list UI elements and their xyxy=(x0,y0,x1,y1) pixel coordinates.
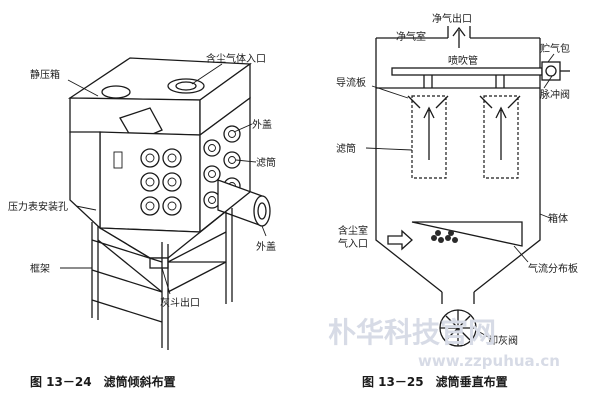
label-guide-plate: 导流板 xyxy=(336,76,366,89)
label-clean-chamber: 净气室 xyxy=(396,30,426,43)
label-airflow-plate: 气流分布板 xyxy=(528,262,578,275)
support-frame xyxy=(91,208,233,350)
label-outer-cover-bottom: 外盖 xyxy=(256,240,276,253)
nozzle-2 xyxy=(495,75,505,88)
flow-arrow-1 xyxy=(423,106,435,160)
airflow-distribution-plate xyxy=(411,221,523,247)
blow-pipe xyxy=(391,67,543,76)
body-left-panel xyxy=(69,131,101,230)
label-outer-cover-top: 外盖 xyxy=(252,118,272,131)
filter-cartridge-1 xyxy=(411,95,447,179)
caption-left: 图 13－24 滤筒倾斜布置 xyxy=(30,374,176,389)
watermark-url: www.zzpuhua.cn xyxy=(418,352,560,370)
label-blow-pipe: 喷吹管 xyxy=(448,54,478,67)
label-dust-inlet-line2: 气入口 xyxy=(338,237,368,250)
housing-right-wall xyxy=(473,38,541,293)
flow-arrow-2 xyxy=(495,106,507,160)
label-housing: 箱体 xyxy=(548,212,568,225)
label-clean-outlet: 净气出口 xyxy=(432,12,472,25)
lid-opening-1 xyxy=(101,85,131,99)
label-ash-outlet: 灰斗出口 xyxy=(160,296,200,309)
guide-plate-1 xyxy=(407,95,421,109)
inclined-filter-drawing: 静压箱 含尘气体入口 外盖 滤筒 外盖 压力表安装孔 框架 灰斗出口 xyxy=(8,52,276,350)
dust-inlet-inner xyxy=(175,81,197,91)
label-dust-inlet-line1: 含尘室 xyxy=(338,224,368,237)
extracted-cartridge xyxy=(217,179,271,227)
clean-outlet-arrow xyxy=(452,26,466,48)
inlet-arrow xyxy=(387,229,413,251)
nozzle-1 xyxy=(423,75,433,88)
label-frame: 框架 xyxy=(30,262,50,275)
label-pressure-gauge-hole: 压力表安装孔 xyxy=(8,200,68,213)
guide-plate-2 xyxy=(479,95,493,109)
label-pulse-valve: 脉冲阀 xyxy=(540,88,570,101)
filter-cartridge-2 xyxy=(483,95,519,179)
hopper-edge xyxy=(99,227,151,259)
caption-right: 图 13－25 滤筒垂直布置 xyxy=(362,374,508,389)
housing-left-wall xyxy=(375,38,443,293)
watermark-text: 朴华科技官网 xyxy=(328,316,496,349)
inspection-window xyxy=(113,151,123,169)
label-static-box: 静压箱 xyxy=(30,68,60,81)
label-filter-cartridge-right: 滤筒 xyxy=(336,142,356,155)
label-air-bag: 贮气包 xyxy=(540,42,570,55)
pulse-valve xyxy=(545,65,557,77)
vertical-filter-drawing: 净气出口 净气室 贮气包 喷吹管 导流板 脉冲阀 滤筒 箱体 含尘室 气入口 气… xyxy=(336,12,578,347)
front-cartridge-grid xyxy=(140,148,182,216)
label-dust-inlet: 含尘气体入口 xyxy=(206,52,266,65)
dust-particles xyxy=(431,230,458,243)
label-filter-cartridge-left: 滤筒 xyxy=(256,156,276,169)
label-ash-valve: 卸灰阀 xyxy=(488,334,518,347)
